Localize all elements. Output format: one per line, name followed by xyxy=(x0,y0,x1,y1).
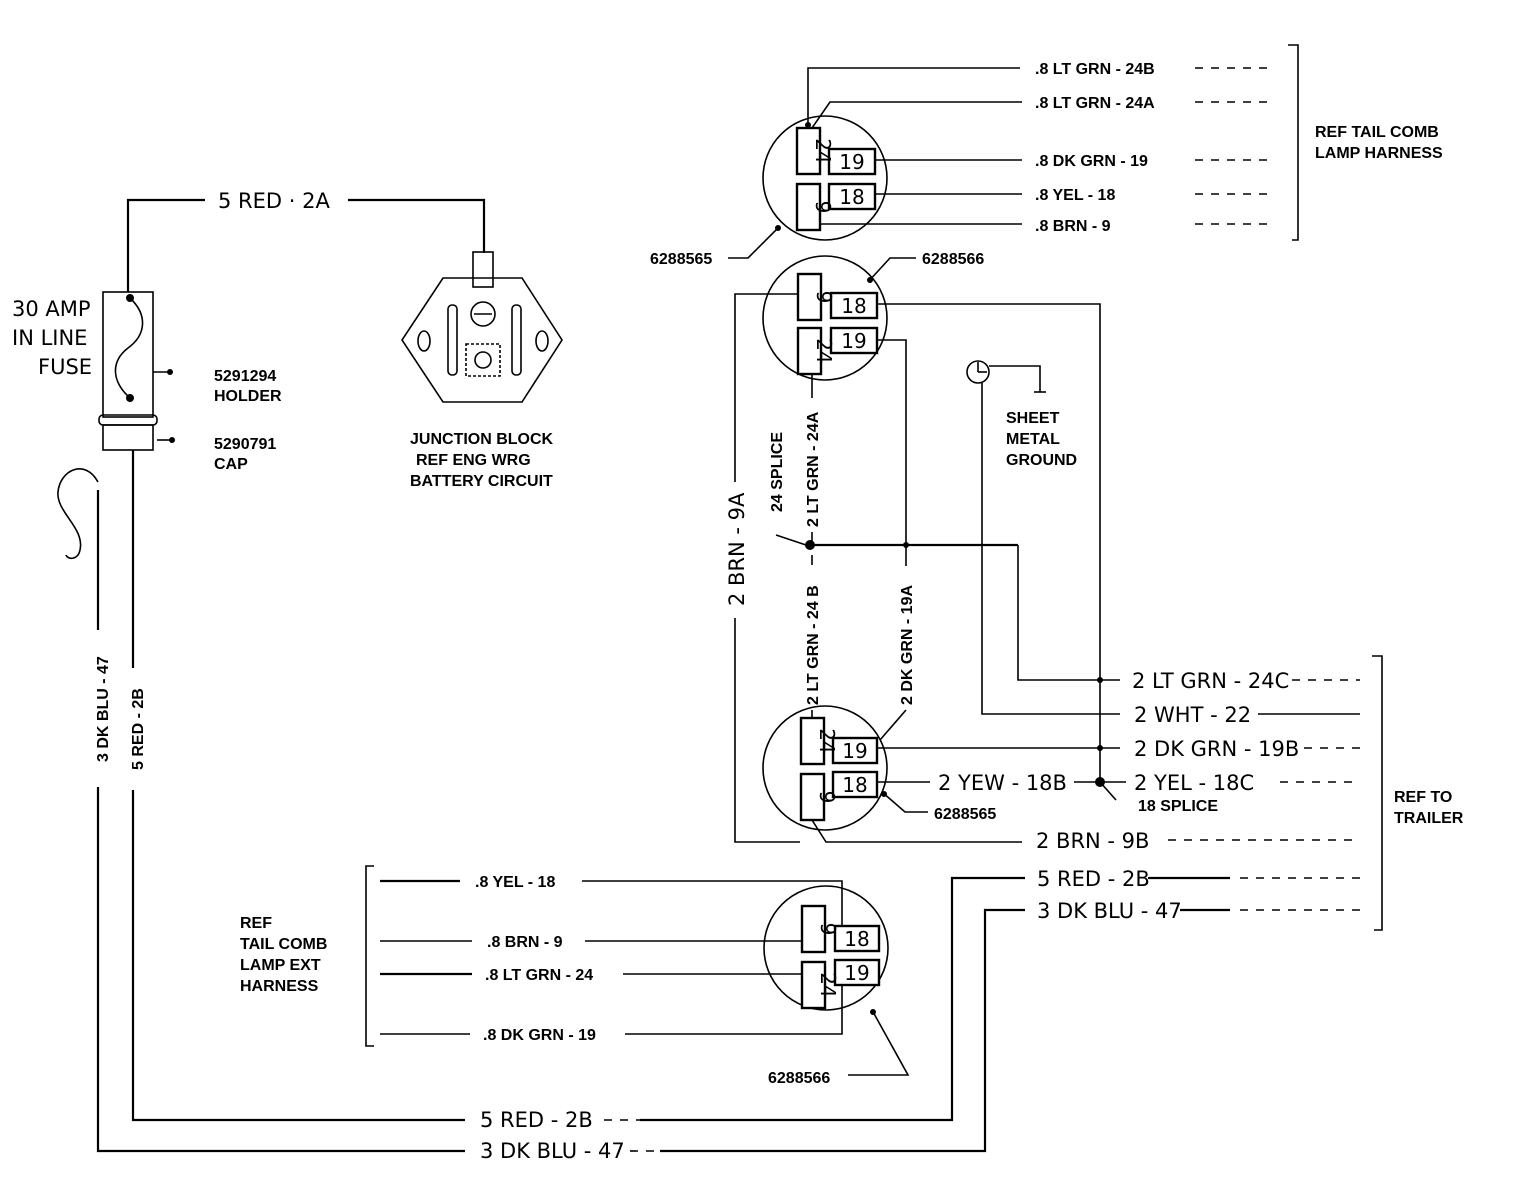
cap-label: CAP xyxy=(214,456,248,473)
wire-label-dk-blu-47-vertical: 3 DK BLU - 47 xyxy=(95,656,112,762)
connector-middle-pin-9: 9 xyxy=(812,291,836,304)
wire-label-brn-9-top: .8 BRN - 9 xyxy=(1035,218,1111,235)
connector-lower xyxy=(762,705,888,831)
junction-block xyxy=(401,251,563,403)
splice-18-label: 18 SPLICE xyxy=(1138,798,1218,815)
connector-lower-pin-18: 18 xyxy=(842,773,867,797)
wire-label-lt-grn-24b-top: .8 LT GRN - 24B xyxy=(1035,61,1155,78)
inline-fuse xyxy=(98,291,175,451)
connector-bottom-part: 6288566 xyxy=(768,1070,830,1087)
wire-label-lt-grn-24c: 2 LT GRN - 24C xyxy=(1132,669,1289,693)
connector-top-pin-24: 24 xyxy=(811,138,835,163)
wire-label-red-2a: 5 RED · 2A xyxy=(218,189,330,213)
connector-bottom-pin-24: 24 xyxy=(816,972,840,997)
ref-tail-ext-4: HARNESS xyxy=(240,978,319,995)
wire-label-lt-grn-24a: 2 LT GRN - 24A xyxy=(805,411,822,527)
wire-label-brn-9b: 2 BRN - 9B xyxy=(1036,829,1149,853)
connector-lower-pin-19: 19 xyxy=(842,739,867,763)
ref-tail-ext-1: REF xyxy=(240,915,272,932)
hook-wire xyxy=(57,468,99,560)
wire-label-wht-22: 2 WHT - 22 xyxy=(1134,703,1251,727)
fuse-label-line3: FUSE xyxy=(38,355,92,379)
connector-top xyxy=(762,115,888,241)
wire-label-yew-18b: 2 YEW - 18B xyxy=(938,771,1067,795)
wire-label-lt-grn-24b: 2 LT GRN - 24 B xyxy=(805,585,822,705)
holder-part-number: 5291294 xyxy=(214,368,276,385)
connector-middle-part: 6288566 xyxy=(922,251,984,268)
cap-part-number: 5290791 xyxy=(214,436,276,453)
connector-top-part: 6288565 xyxy=(650,251,712,268)
wire-label-dk-grn-19b: 2 DK GRN - 19B xyxy=(1134,737,1299,761)
ref-trailer-2: TRAILER xyxy=(1394,810,1464,827)
wire-label-red-2b-vertical: 5 RED - 2B xyxy=(130,688,147,770)
connector-middle-pin-24: 24 xyxy=(812,338,836,363)
connector-top-pin-9: 9 xyxy=(811,201,835,214)
ref-trailer-1: REF TO xyxy=(1394,789,1452,806)
junction-block-label-1: JUNCTION BLOCK xyxy=(410,431,554,448)
ground-label-1: SHEET xyxy=(1006,410,1060,427)
wire-label-yel-18-top: .8 YEL - 18 xyxy=(1035,187,1115,204)
wire-label-yel-18c: 2 YEL - 18C xyxy=(1134,771,1254,795)
connector-middle-pin-18: 18 xyxy=(841,294,866,318)
connector-bottom-pin-18: 18 xyxy=(844,927,869,951)
ref-tail-ext-3: LAMP EXT xyxy=(240,957,321,974)
junction-block-label-2: REF ENG WRG xyxy=(416,452,531,469)
holder-label: HOLDER xyxy=(214,388,282,405)
wire-label-brn-9a: 2 BRN - 9A xyxy=(725,492,749,606)
wire-label-red-2b-bottom: 5 RED - 2B xyxy=(480,1108,593,1132)
wire-label-dk-blu-47-bottom: 3 DK BLU - 47 xyxy=(480,1139,625,1163)
connector-bottom xyxy=(763,885,889,1011)
wire-label-dk-grn-19-bottom: .8 DK GRN - 19 xyxy=(483,1027,596,1044)
ref-tail-ext-2: TAIL COMB xyxy=(240,936,327,953)
wire-label-dk-blu-47-right: 3 DK BLU - 47 xyxy=(1037,899,1182,923)
junction-block-label-3: BATTERY CIRCUIT xyxy=(410,473,553,490)
wire-label-red-2b-right: 5 RED - 2B xyxy=(1037,867,1150,891)
fuse-label-line1: 30 AMP xyxy=(12,297,91,321)
ground-label-3: GROUND xyxy=(1006,452,1077,469)
connector-top-pin-19: 19 xyxy=(839,150,864,174)
wire-label-dk-grn-19-top: .8 DK GRN - 19 xyxy=(1035,153,1148,170)
connector-bottom-pin-9: 9 xyxy=(816,923,840,936)
ground-label-2: METAL xyxy=(1006,431,1060,448)
connector-lower-pin-9: 9 xyxy=(815,791,839,804)
connector-lower-part: 6288565 xyxy=(934,806,996,823)
wire-label-yel-18-bottom: .8 YEL - 18 xyxy=(475,874,555,891)
connector-lower-pin-24: 24 xyxy=(815,728,839,753)
wire-label-dk-grn-19a: 2 DK GRN - 19A xyxy=(899,585,916,705)
connector-middle xyxy=(762,255,888,381)
wire-label-lt-grn-24-bottom: .8 LT GRN - 24 xyxy=(485,967,593,984)
connector-middle-pin-19: 19 xyxy=(841,329,866,353)
splice-24-label: 24 SPLICE xyxy=(769,432,786,512)
wire-label-brn-9-bottom: .8 BRN - 9 xyxy=(487,934,563,951)
wire-label-lt-grn-24a-top: .8 LT GRN - 24A xyxy=(1035,95,1155,112)
connector-bottom-pin-19: 19 xyxy=(844,961,869,985)
ref-tail-comb-top-1: REF TAIL COMB xyxy=(1315,124,1439,141)
fuse-label-line2: IN LINE xyxy=(12,326,87,350)
connector-top-pin-18: 18 xyxy=(839,185,864,209)
ref-tail-comb-top-2: LAMP HARNESS xyxy=(1315,145,1443,162)
